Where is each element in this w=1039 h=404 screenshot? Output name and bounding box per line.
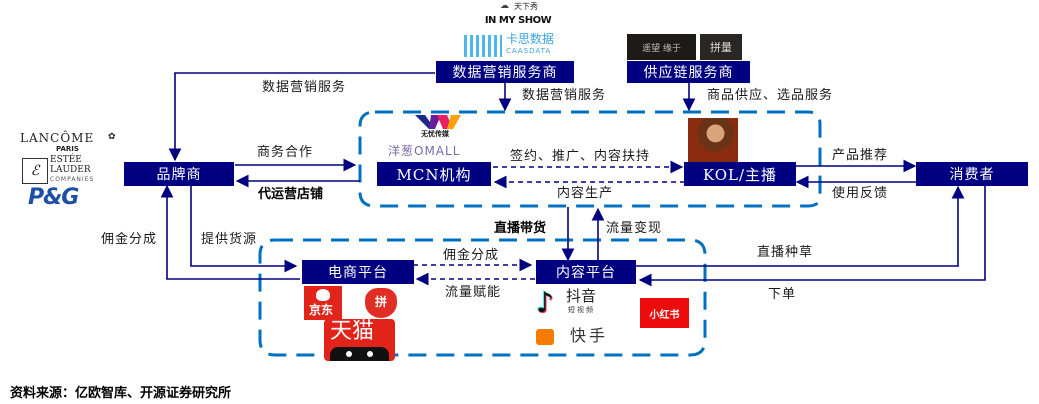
- wuyou-media-logo: 无忧传媒: [413, 114, 463, 140]
- pinduoduo-logo: 拼: [361, 286, 403, 320]
- douyin-note-icon: ♪: [536, 286, 554, 319]
- jd-logo: 京东: [304, 286, 342, 320]
- yangcong-omall-logo: 洋葱OMALL: [388, 144, 461, 158]
- arrow-content-to-consumer: [636, 185, 965, 267]
- kuaishou-camera-icon: [536, 329, 554, 345]
- node-ecommerce-platform: 电商平台: [302, 260, 414, 284]
- label-live-commerce: 直播带货: [494, 221, 547, 236]
- label-consumer-to-kol: 使用反馈: [832, 186, 889, 201]
- w-logo-icon: [415, 115, 461, 129]
- arrow-ecom-to-brand: [160, 184, 300, 280]
- label-content-to-consumer: 直播种草: [757, 245, 814, 260]
- label-ecom-to-brand: 佣金分成: [101, 232, 158, 247]
- pg-logo: P&G: [28, 185, 79, 210]
- label-supply-to-kol: 商品供应、选品服务: [707, 88, 834, 103]
- tmall-logo: 天猫: [324, 319, 395, 361]
- jd-dog-icon: [316, 289, 330, 301]
- node-brand: 品牌商: [124, 162, 234, 186]
- label-kol-to-consumer: 产品推荐: [832, 148, 889, 163]
- label-data-marketing-to-mcn: 数据营销服务: [522, 88, 607, 103]
- tmall-cat-icon: [330, 347, 389, 361]
- label-kol-to-mcn: 内容生产: [557, 186, 614, 201]
- node-kol: KOL/主播: [684, 162, 796, 186]
- arrow-brand-to-ecom: [190, 186, 298, 273]
- xiaohongshu-logo: 小红书: [640, 298, 689, 328]
- kuaishou-logo: 快手: [536, 327, 626, 349]
- label-traffic-monetization: 流量变现: [606, 221, 663, 236]
- arrow-data-marketing-to-brand: [168, 72, 435, 162]
- inmyshow-logo: ☁ 天下秀 IN MY SHOW: [484, 1, 552, 26]
- node-content-platform: 内容平台: [536, 260, 636, 284]
- estee-lauder-logo: ℰ ESTÉE LAUDER COMPANIES: [22, 156, 120, 186]
- label-consumer-to-content: 下单: [768, 287, 797, 302]
- node-consumer: 消费者: [916, 162, 1028, 186]
- arrow-consumer-to-content: [638, 186, 986, 287]
- node-mcn: MCN机构: [377, 162, 491, 186]
- label-content-to-ecom: 流量赋能: [445, 285, 502, 300]
- cloud-icon: ☁: [500, 1, 509, 11]
- label-ecom-to-content: 佣金分成: [443, 248, 500, 263]
- label-mcn-to-kol: 签约、推广、内容扶持: [510, 149, 651, 164]
- pinliang-logo: 拼量: [700, 34, 742, 60]
- node-data-marketing-provider: 数据营销服务商: [436, 61, 574, 83]
- estee-lauder-monogram-icon: ℰ: [22, 158, 48, 184]
- caasdata-logo: 卡思数据 CAASDATA: [464, 32, 574, 59]
- source-note: 资料来源：亿欧智库、开源证券研究所: [10, 386, 232, 401]
- label-brand-to-ecom: 提供货源: [201, 232, 258, 247]
- mcn-kol-group-box: [358, 110, 822, 208]
- bars-icon: [464, 35, 502, 57]
- node-supply-chain-provider: 供应链服务商: [627, 61, 750, 83]
- rose-icon: ✿: [108, 132, 116, 142]
- douyin-logo: ♪ 抖音 短视频: [536, 286, 597, 319]
- platform-group-box: [258, 238, 707, 357]
- label-mcn-to-brand: 代运营店铺: [258, 187, 324, 202]
- lancome-logo: LANCÔME ✿ PARIS: [20, 131, 116, 153]
- yaowang-logo: 遥望 缘于: [627, 34, 696, 60]
- kol-avatar: [688, 118, 738, 162]
- label-brand-to-mcn: 商务合作: [257, 145, 314, 160]
- label-data-marketing-to-brand: 数据营销服务: [262, 80, 347, 95]
